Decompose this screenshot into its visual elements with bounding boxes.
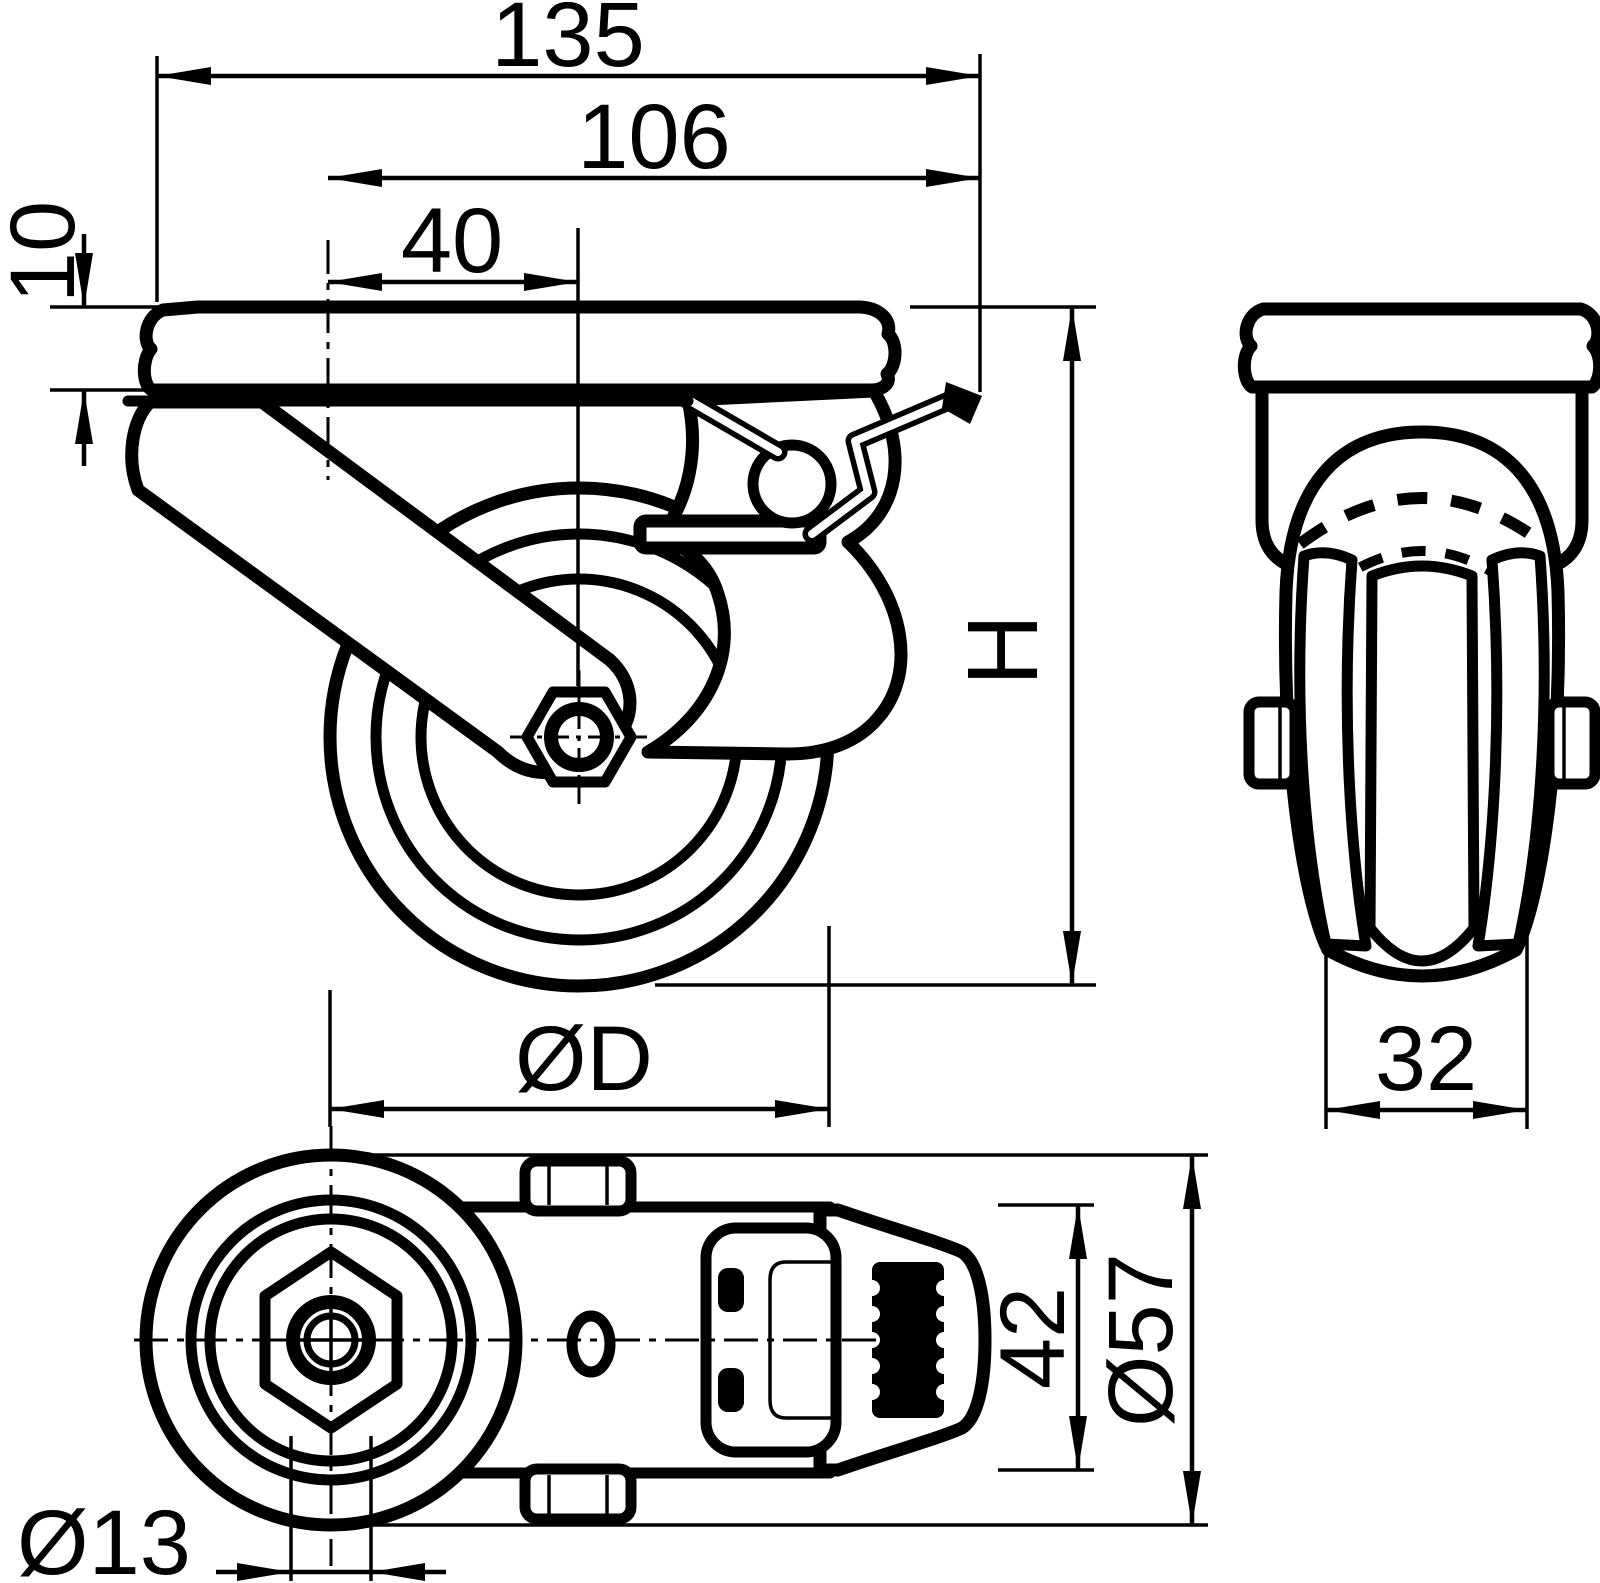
brake-spring-inner: [808, 393, 962, 538]
axle-bolt-top-facets: [547, 1163, 609, 1205]
front-top-plate: [1237, 302, 1600, 394]
brake-tab-right-body: [1543, 696, 1600, 790]
bottom-view: [134, 1126, 992, 1566]
axle-bolt-top: [519, 1155, 637, 1217]
brake-pivot-boss: [747, 439, 837, 529]
body-slot-hole: [566, 1310, 616, 1378]
pedal-pad-surface: [872, 1262, 944, 1418]
brake-pedal-pad: [864, 1262, 952, 1418]
dim-label-13: Ø13: [17, 1492, 191, 1583]
brake-lever-tip: [942, 382, 982, 424]
brake-tab-left-body: [1243, 696, 1301, 790]
dim-label-42: 42: [982, 1287, 1084, 1389]
top-plate: [137, 300, 902, 397]
dim-label-57: Ø57: [1090, 1253, 1192, 1427]
dim-label-40: 40: [401, 190, 503, 292]
axle-bolt-bottom-facets: [547, 1475, 609, 1517]
axle-bolt-top-head: [519, 1155, 637, 1217]
dimensions: 135 106 40 10 H ØD 32 42 Ø57 Ø13: [0, 0, 1529, 1583]
tread-pattern-arc-1: [1296, 492, 1548, 549]
brake-tab-right: [1543, 696, 1600, 790]
dim-label-H: H: [947, 614, 1059, 686]
fork-leg-left: [1294, 547, 1372, 952]
side-view: [122, 300, 982, 993]
dim-label-10: 10: [0, 201, 94, 303]
wheel-center-face: [1364, 560, 1480, 967]
front-view: [1237, 302, 1600, 983]
axle-nut: [510, 670, 648, 804]
latch-spring-bottom: [718, 1368, 744, 1412]
dim-label-32: 32: [1375, 1008, 1477, 1110]
dim-label-135: 135: [491, 0, 645, 86]
latch-spring-top: [718, 1268, 744, 1312]
axle-bolt-bottom-head: [519, 1463, 637, 1525]
brake-tab-left: [1243, 696, 1301, 790]
dim-label-OD: ØD: [515, 1008, 653, 1110]
dim-label-106: 106: [577, 86, 731, 188]
fork-leg-right: [1472, 547, 1550, 952]
axle-bolt-bottom: [519, 1463, 637, 1525]
